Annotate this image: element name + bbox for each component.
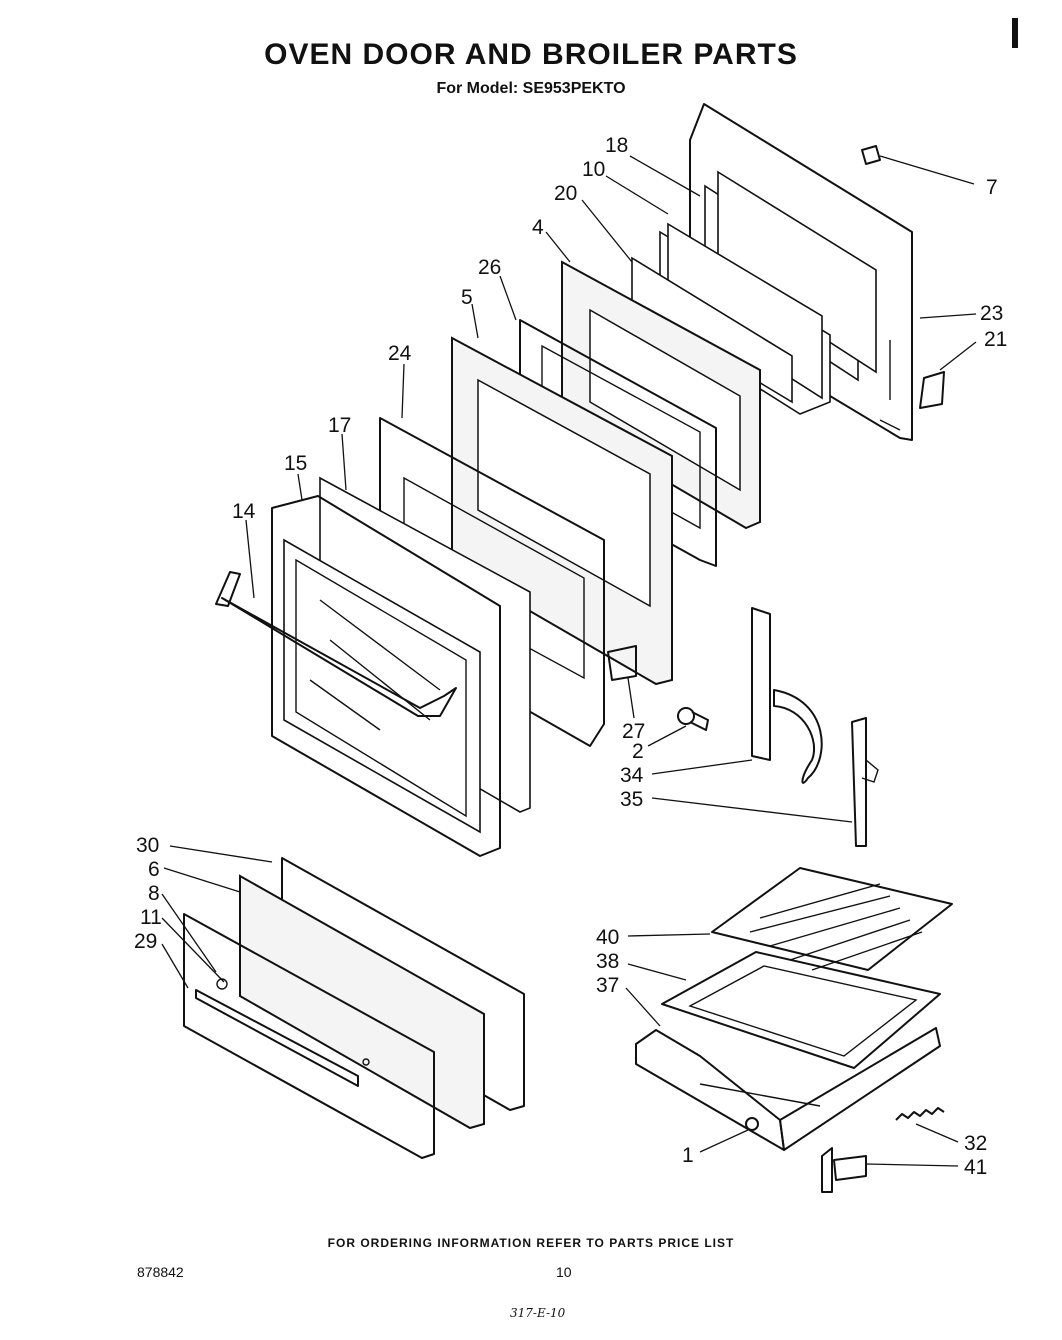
- callout-7: 7: [986, 176, 998, 199]
- callout-34: 34: [620, 764, 644, 787]
- part-2-stud: [677, 707, 709, 731]
- callout-2: 2: [632, 740, 644, 763]
- callout-26: 26: [478, 256, 501, 279]
- handwritten-note: 317-E-10: [510, 1306, 566, 1320]
- callout-14: 14: [232, 500, 256, 523]
- callout-23: 23: [980, 302, 1003, 325]
- part-1-roller: [745, 1117, 759, 1131]
- callout-11: 11: [140, 906, 162, 929]
- document-number: 878842: [137, 1264, 184, 1280]
- part-6-drawer-insulation: [239, 874, 485, 1130]
- callout-40: 40: [596, 926, 619, 949]
- part-41-latch: [821, 1147, 867, 1193]
- callout-18: 18: [605, 134, 628, 157]
- part-27-hinge-bracket: [607, 645, 637, 681]
- corner-registration-mark: [1012, 18, 1018, 48]
- part-37-broiler-holder: [635, 1027, 941, 1151]
- callout-27: 27: [622, 720, 645, 743]
- callout-8: 8: [148, 882, 160, 905]
- part-35-hinge-receptacle: [851, 717, 879, 847]
- callout-10: 10: [582, 158, 605, 181]
- callout-4: 4: [532, 216, 544, 239]
- part-38-broiler-pan: [661, 951, 941, 1069]
- callout-32: 32: [964, 1132, 987, 1155]
- callout-24: 24: [388, 342, 412, 365]
- callout-37: 37: [596, 974, 619, 997]
- callout-1: 1: [682, 1144, 694, 1167]
- callout-21: 21: [984, 328, 1007, 351]
- page-title: OVEN DOOR AND BROILER PARTS: [264, 38, 798, 71]
- callout-38: 38: [596, 950, 619, 973]
- part-7-screw: [861, 145, 881, 165]
- part-14-door-handle: [215, 571, 457, 717]
- callout-15: 15: [284, 452, 307, 475]
- callout-20: 20: [554, 182, 577, 205]
- callout-29: 29: [134, 930, 157, 953]
- part-29-drawer-front-panel: [183, 913, 435, 1159]
- callout-30: 30: [136, 834, 159, 857]
- part-32-spring: [895, 1107, 945, 1121]
- page-number: 10: [556, 1264, 572, 1280]
- part-40-broiler-grid: [711, 867, 953, 971]
- callout-leader-lines: [161, 155, 977, 1167]
- part-34-hinge-arm: [751, 607, 823, 784]
- callout-41: 41: [964, 1156, 987, 1179]
- callout-5: 5: [461, 286, 473, 309]
- callout-35: 35: [620, 788, 643, 811]
- part-10-window-pack: [631, 222, 831, 415]
- model-subtitle: For Model: SE953PEKTO: [436, 80, 626, 97]
- callout-17: 17: [328, 414, 351, 437]
- part-21-clip: [919, 371, 945, 409]
- ordering-info-note: FOR ORDERING INFORMATION REFER TO PARTS …: [327, 1236, 735, 1250]
- callout-6: 6: [148, 858, 160, 881]
